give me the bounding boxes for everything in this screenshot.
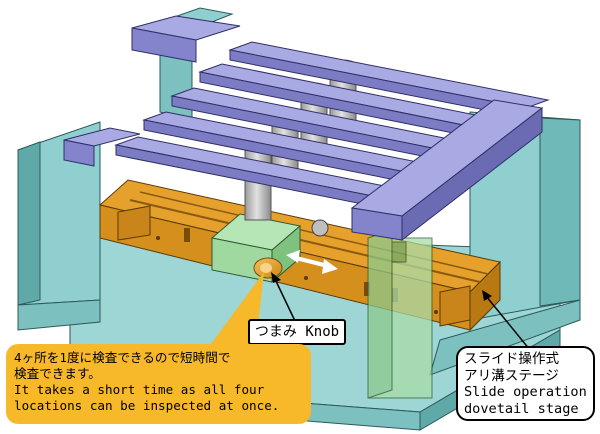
knob-callout: つまみ Knob	[248, 319, 346, 345]
note-line-1: 4ヶ所を1度に検査できるので短時間で	[14, 350, 231, 365]
top-rails	[63, 15, 550, 242]
leader-lines	[271, 272, 531, 351]
stage-callout: スライド操作式 アリ溝ステージ Slide operation dovetail…	[456, 346, 595, 421]
note-line-2: 検査できます。	[14, 366, 101, 381]
note-line-4: locations can be inspected at once.	[14, 398, 280, 413]
stage-line-3: Slide operation	[464, 384, 587, 400]
inspection-note-callout: 4ヶ所を1度に検査できるので短時間で 検査できます。 It takes a sh…	[6, 344, 311, 424]
stage-line-2: アリ溝ステージ	[464, 367, 559, 384]
transparent-post	[367, 229, 433, 399]
stage-line-1: スライド操作式	[464, 351, 560, 367]
note-line-3: It takes a short time as all four	[14, 382, 265, 397]
stage-line-4: dovetail stage	[464, 400, 579, 417]
slide-direction-arrow	[286, 250, 338, 274]
knob	[253, 257, 283, 279]
knob-label: つまみ Knob	[254, 324, 340, 340]
